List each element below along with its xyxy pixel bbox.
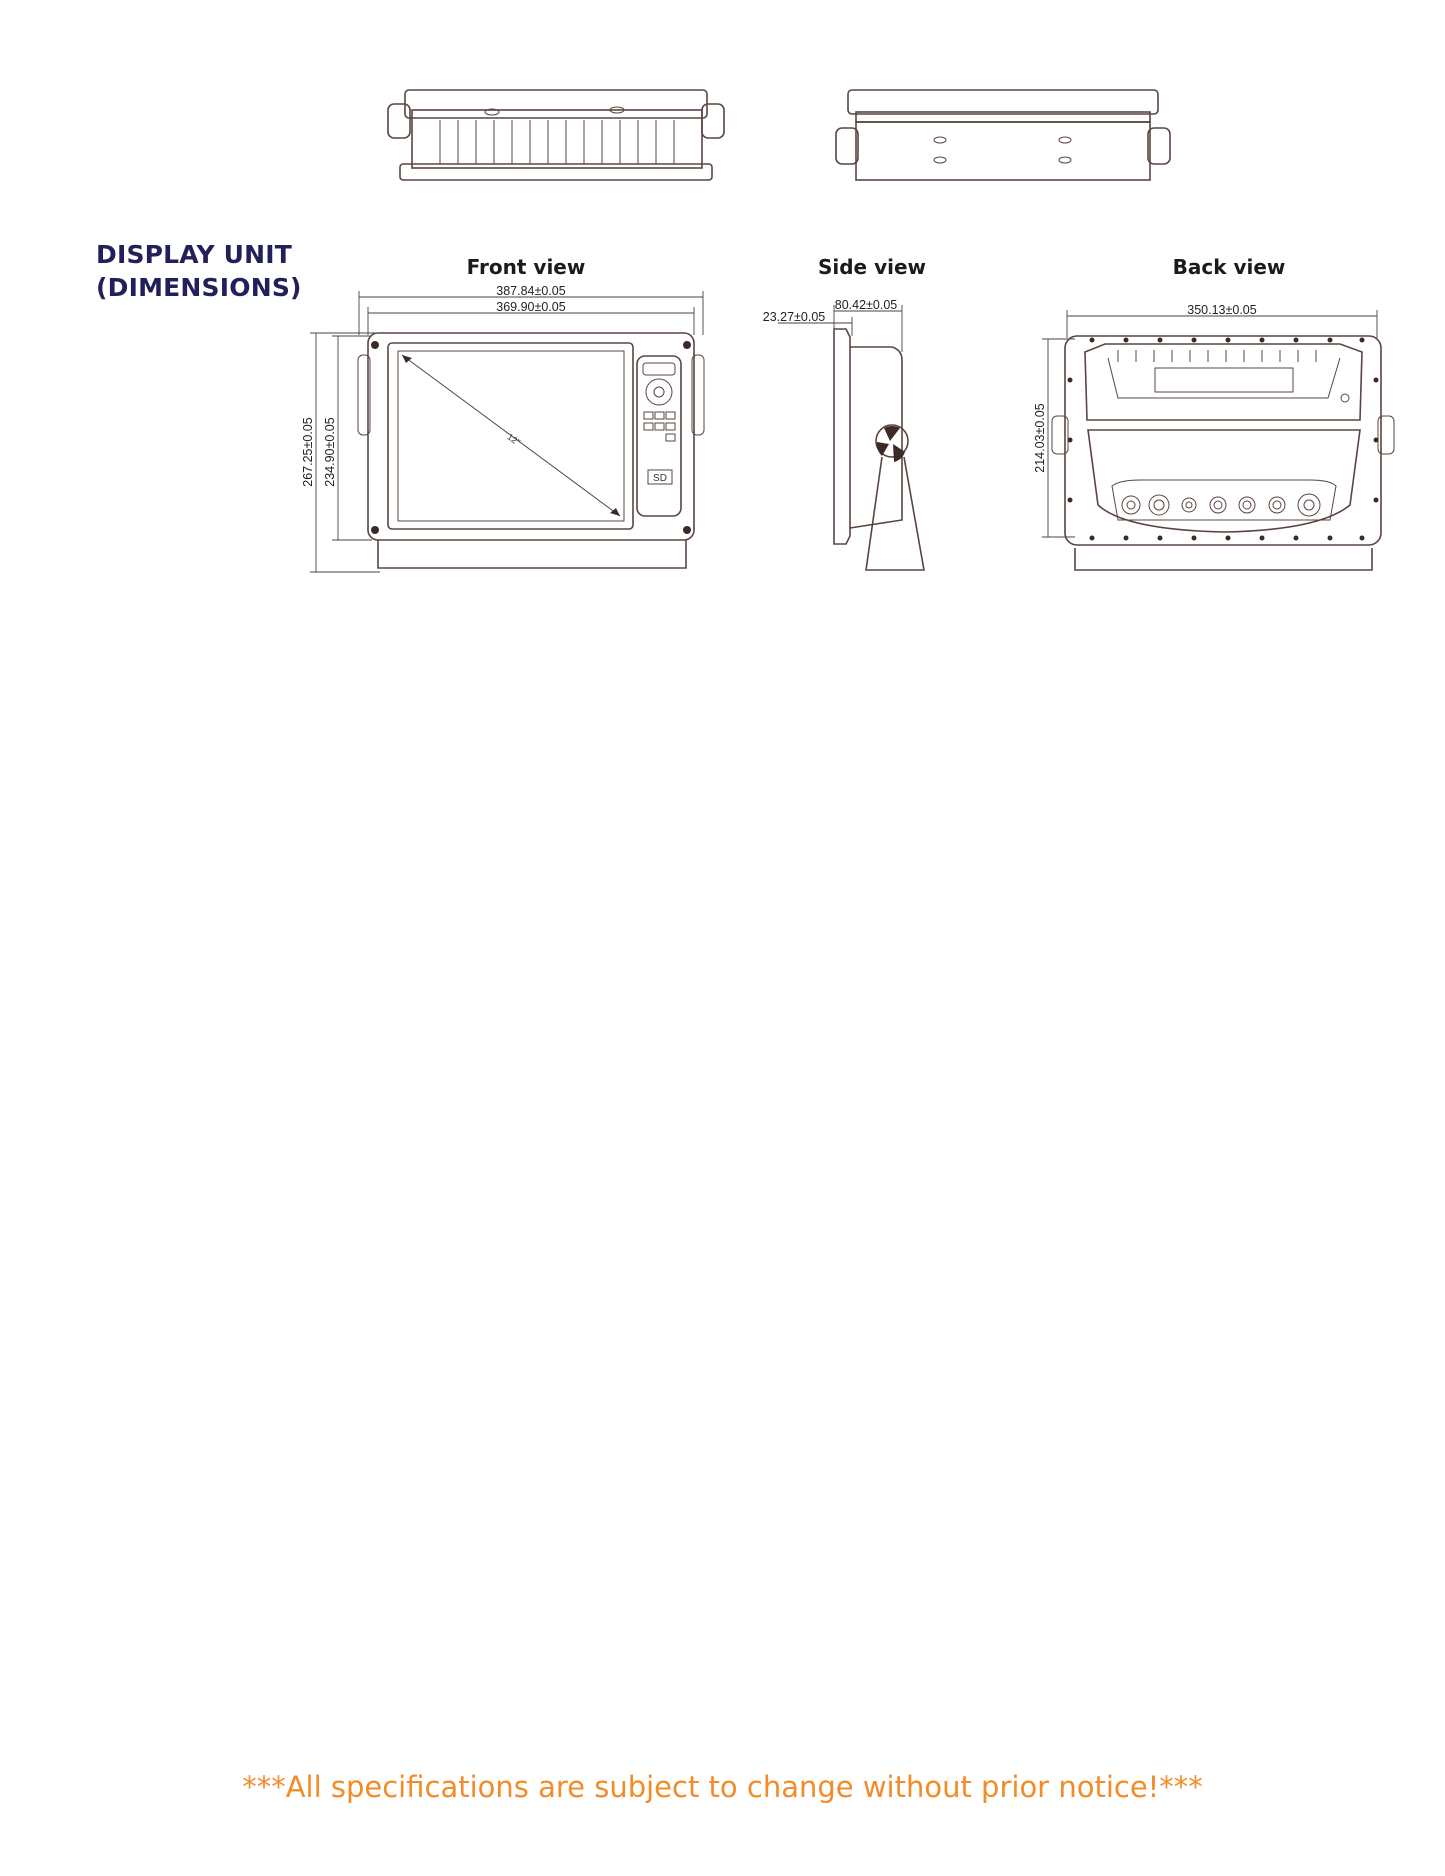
screen-diagonal-label: 12" bbox=[505, 432, 522, 448]
side-depth: 80.42±0.05 bbox=[835, 298, 898, 312]
front-width-inner: 369.90±0.05 bbox=[496, 300, 565, 314]
back-view-title: Back view bbox=[1173, 255, 1286, 279]
back-width: 350.13±0.05 bbox=[1187, 303, 1256, 317]
front-width-outer: 387.84±0.05 bbox=[496, 284, 565, 298]
side-view-title: Side view bbox=[818, 255, 926, 279]
section-title: DISPLAY UNIT (DIMENSIONS) bbox=[96, 238, 302, 304]
side-view-drawing bbox=[778, 305, 925, 571]
back-view-drawing bbox=[1042, 310, 1395, 571]
side-bezel: 23.27±0.05 bbox=[763, 310, 826, 324]
section-title-line2: (DIMENSIONS) bbox=[96, 273, 302, 302]
front-height-inner: 234.90±0.05 bbox=[323, 417, 337, 486]
front-view-drawing: SD bbox=[310, 291, 705, 573]
front-height-outer: 267.25±0.05 bbox=[301, 417, 315, 486]
front-view-title: Front view bbox=[467, 255, 586, 279]
sd-card-label: SD bbox=[653, 473, 667, 484]
top-view-drawing bbox=[387, 89, 725, 181]
back-height: 214.03±0.05 bbox=[1033, 403, 1047, 472]
bottom-view-drawing bbox=[835, 89, 1171, 181]
disclaimer-notice: ***All specifications are subject to cha… bbox=[242, 1770, 1203, 1804]
section-title-line1: DISPLAY UNIT bbox=[96, 240, 293, 269]
